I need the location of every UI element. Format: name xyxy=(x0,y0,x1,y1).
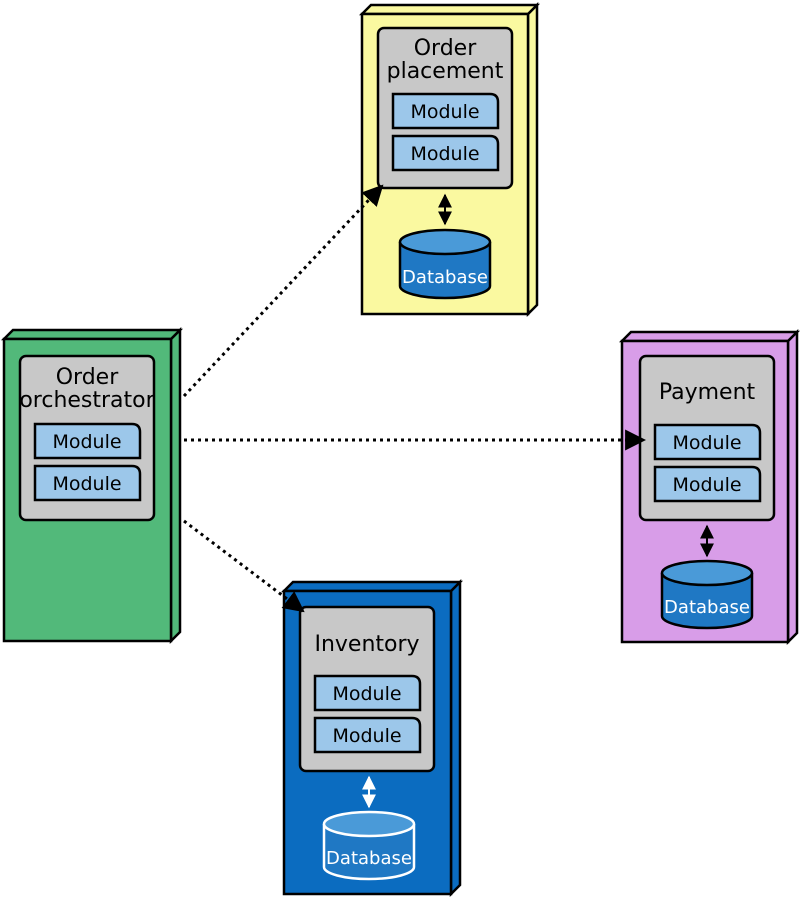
database-label: Database xyxy=(402,267,488,288)
module-box xyxy=(391,134,500,172)
module-label: Module xyxy=(410,101,479,123)
module-box xyxy=(33,422,142,460)
service-title-line: Payment xyxy=(659,380,756,405)
module-box xyxy=(33,464,142,502)
service-order-orchestrator: Order orchestrator Module Module xyxy=(0,326,184,645)
service-block-side xyxy=(786,328,799,646)
database-icon xyxy=(660,559,754,630)
module-label: Module xyxy=(332,725,401,747)
service-title-line: Order xyxy=(414,36,477,61)
database-icon xyxy=(398,228,492,300)
module-box xyxy=(313,674,422,712)
module-label: Module xyxy=(52,473,121,495)
service-block-side xyxy=(449,578,462,898)
service-block-top xyxy=(280,580,464,593)
database-label: Database xyxy=(326,848,412,869)
service-inventory: Inventory Module Module Database xyxy=(280,578,464,898)
service-title-line: placement xyxy=(387,59,504,84)
database-icon xyxy=(322,810,416,881)
service-title-line: Inventory xyxy=(314,632,419,657)
module-label: Module xyxy=(672,432,741,454)
module-label: Module xyxy=(332,683,401,705)
module-label: Module xyxy=(52,431,121,453)
service-block-top xyxy=(0,328,184,341)
service-block-side xyxy=(526,1,539,318)
module-label: Module xyxy=(410,143,479,165)
service-block-side xyxy=(169,326,182,645)
service-block-top xyxy=(358,3,541,16)
service-order-placement: Order placement Module Module Database xyxy=(358,1,541,318)
service-title-line: Order xyxy=(56,365,119,390)
module-box xyxy=(313,716,422,754)
database-label: Database xyxy=(664,597,750,618)
module-box xyxy=(653,423,762,461)
service-block-top xyxy=(618,330,800,343)
call-arrow-to-inventory xyxy=(183,519,305,613)
service-title-line: orchestrator xyxy=(19,388,155,413)
module-label: Module xyxy=(672,474,741,496)
service-payment: Payment Module Module Database xyxy=(618,328,800,646)
module-box xyxy=(653,465,762,503)
module-box xyxy=(391,92,500,130)
call-arrow-to-order-placement xyxy=(182,184,384,398)
